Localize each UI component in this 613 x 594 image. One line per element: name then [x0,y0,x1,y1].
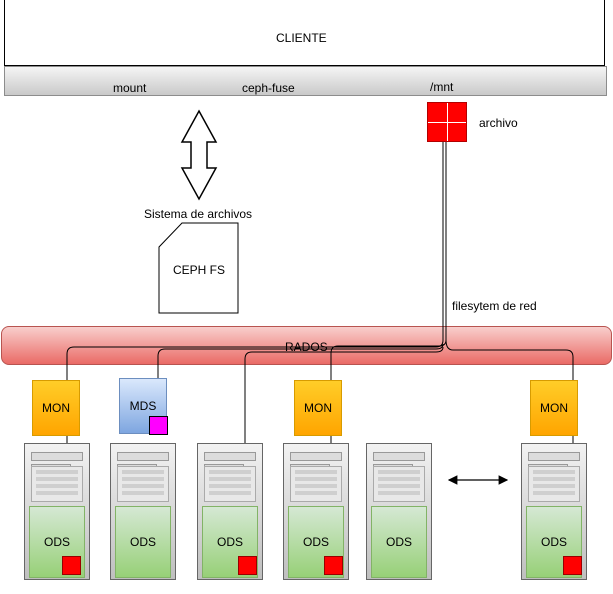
object-square [563,556,582,575]
network-label: filesytem de red [452,299,537,313]
file-label: archivo [479,116,518,130]
ods-server: ODS [24,443,90,580]
mount-label: mount [113,81,147,95]
object-square [238,556,257,575]
mnt-label: /mnt [430,80,454,94]
client-title: CLIENTE [276,31,327,45]
ods-server: ODS [283,443,349,580]
double-arrow-icon [180,109,218,201]
document-icon [158,222,239,314]
rados-band [1,326,612,365]
mon-label: MON [42,401,70,415]
ods-server: ODS [110,443,176,580]
mon-box: MON [32,380,80,436]
metadata-square [149,416,168,435]
mon-box: MON [530,380,578,436]
fs-label: Sistema de archivos [144,207,253,221]
mon-label: MON [304,401,332,415]
file-icon [427,102,467,142]
ods-label: ODS [540,535,567,549]
ods-box: ODS [115,506,171,578]
client-box [4,0,605,66]
object-square [62,556,81,575]
ods-label: ODS [302,535,329,549]
ceph-fuse-label: ceph-fuse [242,81,295,95]
ods-label: ODS [385,535,412,549]
ods-label: ODS [129,535,156,549]
mds-label: MDS [129,399,157,413]
mon-label: MON [540,401,568,415]
ods-server: ODS [521,443,587,580]
ods-server: ODS [366,443,432,580]
mon-box: MON [294,380,342,436]
cephfs-label: CEPH FS [173,263,226,277]
ods-label: ODS [43,535,70,549]
object-square [324,556,343,575]
ods-box: ODS [371,506,427,578]
ods-label: ODS [216,535,243,549]
ods-box: ODS [288,506,344,578]
client-bar [4,66,607,96]
